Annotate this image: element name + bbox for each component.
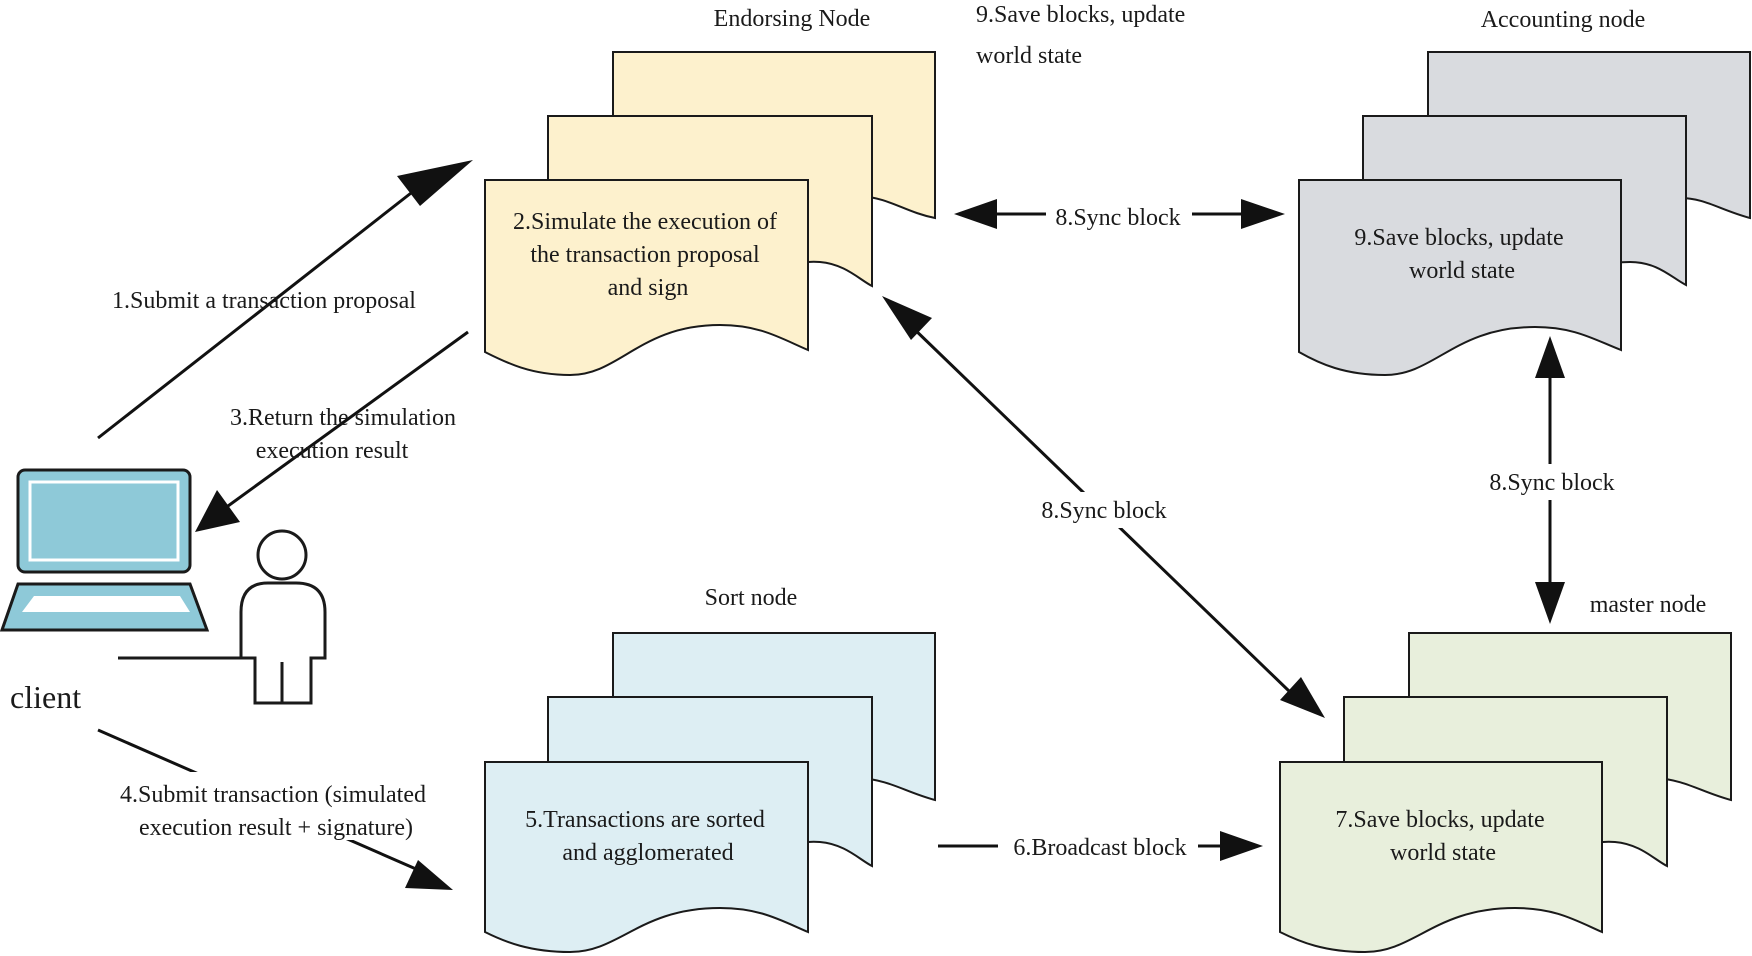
client-label: client [10, 679, 81, 715]
sort-text-line-2: and agglomerated [562, 840, 733, 866]
label-submit-transaction: 4.Submit transaction (simulated executio… [120, 782, 432, 841]
top-note: 9.Save blocks, update world state [976, 2, 1191, 69]
person-body [239, 581, 327, 705]
sort-node-text: 5.Transactions are sorted and agglomerat… [525, 807, 771, 866]
submit-proposal-line [97, 184, 421, 440]
endorsing-node-text: 2.Simulate the execution of the transact… [513, 209, 783, 301]
arrow-submit-proposal [97, 160, 473, 440]
accounting-doc-front [1298, 179, 1622, 377]
return-result-arrowhead [195, 490, 240, 532]
endorsing-node-title: Endorsing Node [714, 6, 871, 32]
sync-top-label-bg [1046, 198, 1192, 232]
client-group: client [0, 468, 327, 715]
master-node-title: master node [1590, 592, 1707, 618]
submit-transaction-arrowhead [405, 860, 453, 890]
accounting-node-title: Accounting node [1481, 7, 1646, 33]
label-broadcast: 6.Broadcast block [1013, 835, 1186, 861]
laptop-screen [16, 468, 192, 574]
submit-transaction-line-1: 4.Submit transaction (simulated [120, 782, 426, 808]
label-sync-top: 8.Sync block [1055, 205, 1180, 231]
label-return-result: 3.Return the simulation execution result [230, 405, 462, 464]
submit-transaction-line-2: execution result + signature) [139, 815, 413, 841]
master-text-line-1: 7.Save blocks, update [1335, 807, 1544, 833]
top-note-line-2: world state [976, 43, 1082, 69]
return-result-line-2: execution result [256, 438, 409, 464]
person-icon [239, 529, 327, 705]
master-node-stack: 7.Save blocks, update world state master… [1279, 592, 1732, 954]
laptop-icon [0, 468, 210, 632]
submit-proposal-arrowhead [397, 160, 473, 206]
return-result-line-1: 3.Return the simulation [230, 405, 456, 431]
master-node-text: 7.Save blocks, update world state [1335, 807, 1550, 866]
sync-diagonal-arrowhead-bottom [1280, 677, 1325, 718]
sync-right-label-bg [1476, 464, 1626, 500]
master-text-line-2: world state [1390, 840, 1496, 866]
sync-diagonal-arrowhead-top [882, 296, 932, 340]
person-head [256, 529, 308, 581]
master-doc-front [1279, 761, 1603, 954]
endorsing-text-line-2: the transaction proposal [530, 242, 760, 268]
top-note-line-1: 9.Save blocks, update [976, 2, 1185, 28]
submit-transaction-label-bg [100, 772, 460, 840]
laptop-keypad [22, 596, 190, 612]
sort-node-title: Sort node [705, 585, 798, 611]
accounting-text-line-1: 9.Save blocks, update [1354, 225, 1563, 251]
endorsing-node-stack: 2.Simulate the execution of the transact… [484, 6, 936, 377]
sync-top-arrowhead-left [954, 199, 997, 229]
laptop-screen-inner [28, 480, 180, 562]
accounting-node-stack: 9.Save blocks, update world state Accoun… [1298, 7, 1751, 377]
sort-doc-front [484, 761, 809, 954]
label-sync-diagonal: 8.Sync block [1041, 498, 1166, 524]
sync-diagonal-label-bg [1018, 492, 1176, 528]
endorsing-doc-front [484, 179, 809, 377]
accounting-node-text: 9.Save blocks, update world state [1354, 225, 1569, 284]
sync-right-arrowhead-top [1535, 336, 1565, 378]
endorsing-text-line-3: and sign [608, 275, 689, 301]
sort-text-line-1: 5.Transactions are sorted [525, 807, 765, 833]
broadcast-arrowhead [1220, 831, 1263, 861]
sort-node-stack: 5.Transactions are sorted and agglomerat… [484, 585, 936, 954]
label-submit-proposal: 1.Submit a transaction proposal [112, 288, 416, 314]
return-result-line [227, 330, 469, 508]
accounting-text-line-2: world state [1409, 258, 1515, 284]
broadcast-label-bg [998, 828, 1198, 862]
sync-top-arrowhead-right [1241, 199, 1285, 229]
arrow-return-result [195, 330, 469, 532]
endorsing-text-line-1: 2.Simulate the execution of [513, 209, 777, 235]
sync-right-arrowhead-bottom [1535, 582, 1565, 624]
label-sync-right: 8.Sync block [1489, 470, 1614, 496]
